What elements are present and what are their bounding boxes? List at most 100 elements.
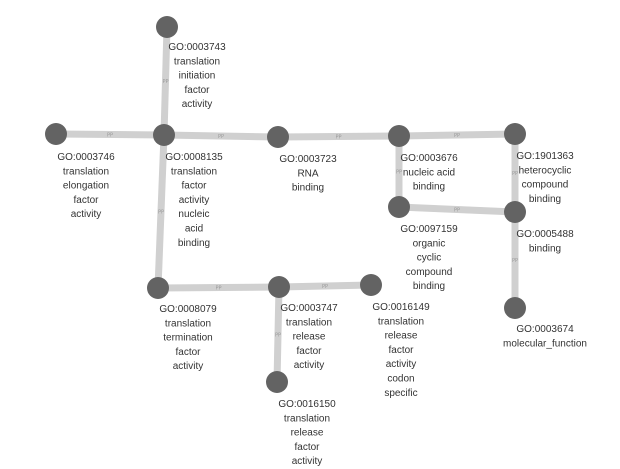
edge-label: PP bbox=[335, 135, 341, 141]
node-circle[interactable] bbox=[388, 125, 410, 147]
node-label-line: release bbox=[293, 332, 326, 343]
node-label-line: activity bbox=[386, 359, 417, 370]
node-circle[interactable] bbox=[153, 124, 175, 146]
node-circle[interactable] bbox=[267, 126, 289, 148]
node-circle[interactable] bbox=[147, 277, 169, 299]
node-label: GO:0003746 translation elongation factor act… bbox=[57, 152, 115, 220]
node-label-line: activity bbox=[294, 360, 325, 371]
edge-label: PP bbox=[512, 258, 518, 264]
node-label-line: activity bbox=[292, 456, 323, 467]
node-label-line: binding bbox=[292, 183, 324, 194]
node-label-line: binding bbox=[178, 238, 210, 249]
node-label-line: initiation bbox=[179, 71, 216, 82]
node-label-line: factor bbox=[388, 345, 414, 356]
node-label-line: factor bbox=[181, 181, 207, 192]
edge-n8135-n3723 bbox=[160, 131, 282, 141]
node-label-line: specific bbox=[384, 388, 417, 399]
node-circle[interactable] bbox=[504, 201, 526, 223]
node-label-line: factor bbox=[294, 442, 320, 453]
node-label-line: translation bbox=[378, 316, 424, 327]
node-label-line: translation bbox=[284, 413, 330, 424]
node-label-line: binding bbox=[529, 243, 561, 254]
node-circle[interactable] bbox=[360, 274, 382, 296]
node-label-line: GO:0003746 bbox=[57, 152, 115, 163]
node-label-line: GO:0003723 bbox=[279, 154, 337, 165]
node-label-line: cyclic bbox=[417, 253, 441, 264]
edge-n3747-n16149 bbox=[275, 281, 375, 291]
node-label-line: termination bbox=[163, 333, 212, 344]
node-label-line: RNA bbox=[297, 168, 318, 179]
node-label-line: factor bbox=[175, 347, 201, 358]
edge-n3743-n8135 bbox=[160, 23, 171, 139]
node-circle[interactable] bbox=[266, 371, 288, 393]
node-label-line: GO:0003743 bbox=[168, 42, 226, 53]
node-circle[interactable] bbox=[388, 196, 410, 218]
node-label-line: elongation bbox=[63, 181, 109, 192]
node-label-line: factor bbox=[296, 346, 322, 357]
node-label-line: GO:1901363 bbox=[516, 151, 574, 162]
node-label-line: GO:0003676 bbox=[400, 153, 458, 164]
edge-label: PP bbox=[512, 171, 518, 177]
node-circle[interactable] bbox=[45, 123, 67, 145]
node-label-line: translation bbox=[63, 166, 109, 177]
node-label-line: activity bbox=[179, 195, 210, 206]
node-n3746[interactable]: GO:0003746 translation elongation factor act… bbox=[45, 123, 115, 220]
edge-label: PP bbox=[396, 170, 402, 176]
nodes-layer: GO:0003743 translation initiation factor act… bbox=[45, 16, 587, 467]
node-label-line: binding bbox=[529, 194, 561, 205]
node-label-line: binding bbox=[413, 281, 445, 292]
node-label-line: activity bbox=[71, 209, 102, 220]
edge-n8135-n8079 bbox=[154, 131, 168, 292]
edge-n97159-n5488 bbox=[395, 203, 519, 216]
node-label-line: GO:0005488 bbox=[516, 229, 574, 240]
edge-label: PP bbox=[322, 284, 328, 290]
node-label-line: compound bbox=[406, 267, 453, 278]
node-label-line: GO:0003674 bbox=[516, 324, 574, 335]
node-circle[interactable] bbox=[156, 16, 178, 38]
node-n5488[interactable]: GO:0005488 binding bbox=[504, 201, 574, 254]
edge-label: PP bbox=[454, 208, 460, 214]
node-label: GO:0005488 binding bbox=[516, 229, 574, 254]
node-label-line: release bbox=[291, 428, 324, 439]
node-circle[interactable] bbox=[504, 123, 526, 145]
node-label-line: translation bbox=[174, 56, 220, 67]
edge-label: PP bbox=[162, 79, 168, 85]
node-n3747[interactable]: GO:0003747 translation release factor activi… bbox=[268, 276, 338, 371]
node-label-line: translation bbox=[171, 166, 217, 177]
node-label-line: GO:0003747 bbox=[280, 303, 338, 314]
node-label-line: binding bbox=[413, 182, 445, 193]
node-label-line: translation bbox=[165, 318, 211, 329]
node-circle[interactable] bbox=[504, 297, 526, 319]
node-label: GO:0003747 translation release factor activi… bbox=[280, 303, 338, 371]
edge-n3676-n1901363 bbox=[395, 130, 519, 140]
node-label-line: GO:0097159 bbox=[400, 224, 458, 235]
edge-label: PP bbox=[107, 133, 113, 139]
edge-label: PP bbox=[215, 286, 221, 292]
edge-n8079-n3747 bbox=[154, 283, 283, 292]
node-label-line: acid bbox=[185, 224, 203, 235]
edge-label: PP bbox=[218, 134, 224, 140]
node-label-line: factor bbox=[73, 195, 99, 206]
node-label-line: codon bbox=[387, 374, 414, 385]
node-label-line: factor bbox=[184, 85, 210, 96]
node-label-line: translation bbox=[286, 317, 332, 328]
node-circle[interactable] bbox=[268, 276, 290, 298]
